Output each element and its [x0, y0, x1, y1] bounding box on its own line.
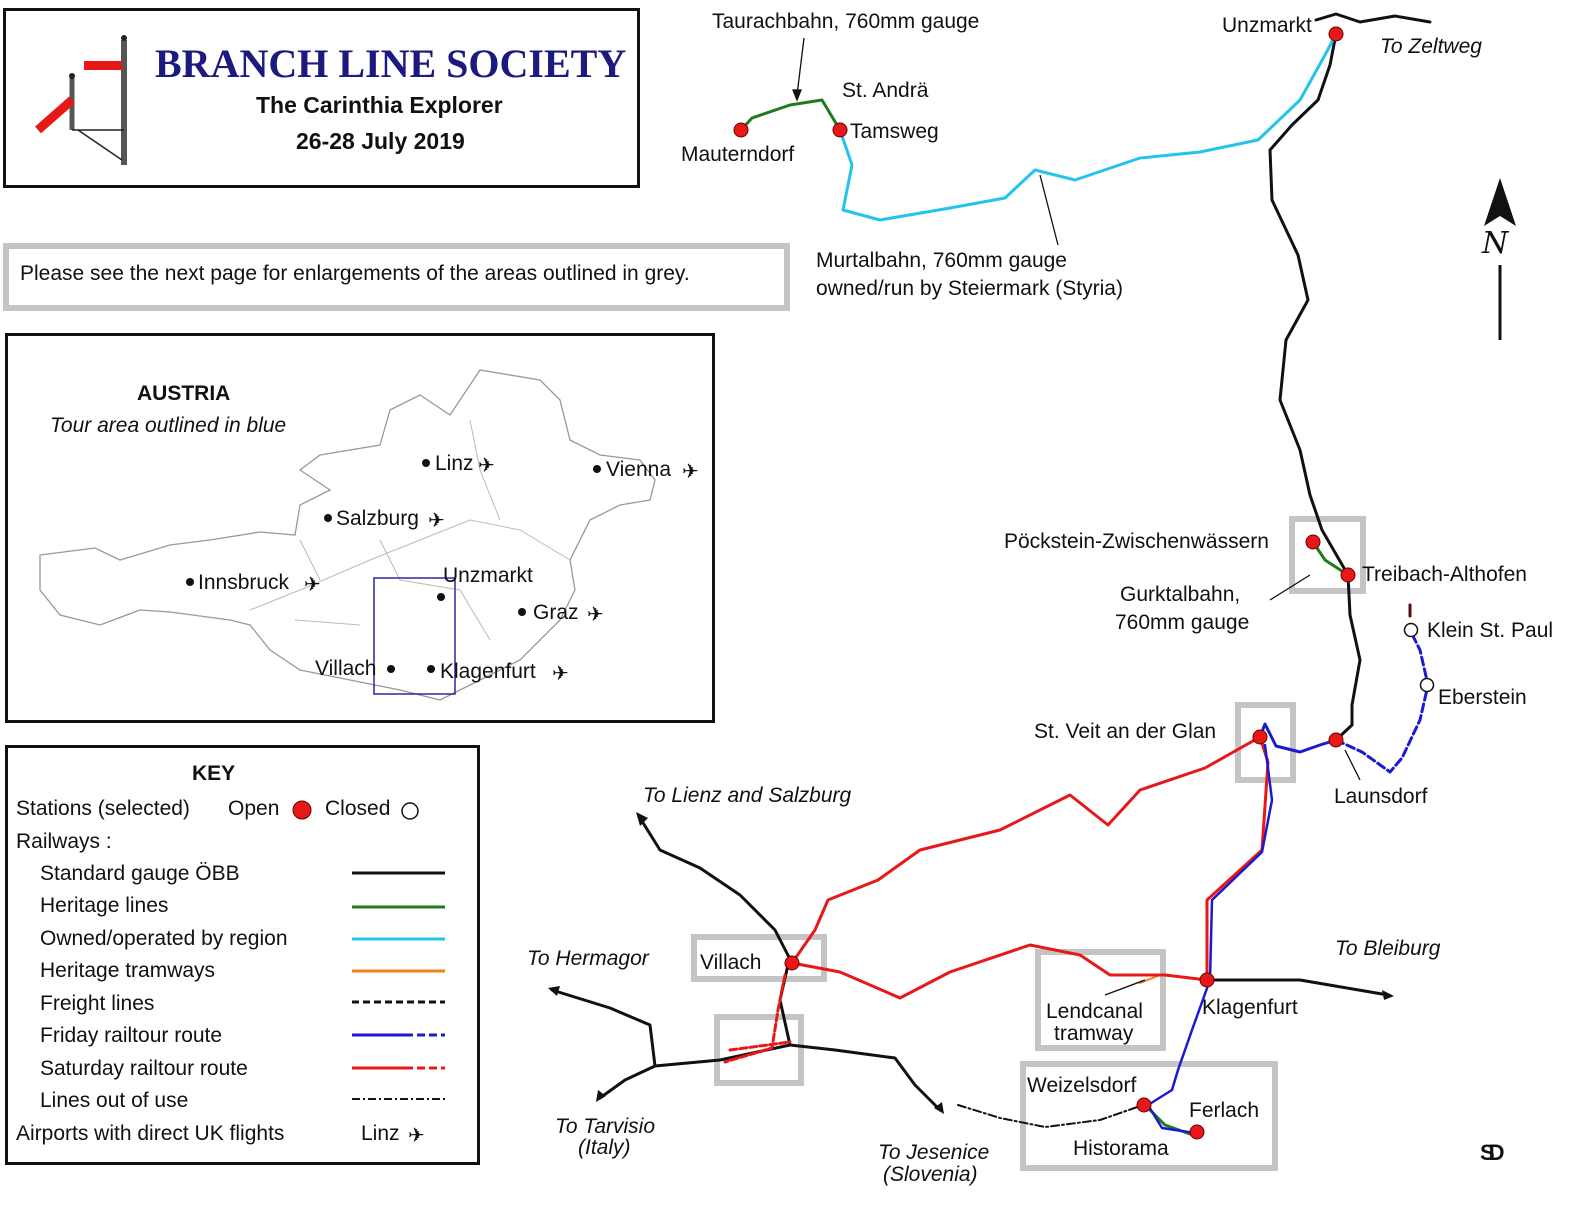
lendcanal-label: Lendcanal	[1046, 1000, 1143, 1023]
murtal-label-2: owned/run by Steiermark (Styria)	[816, 277, 1123, 300]
airports-label: Airports with direct UK flights	[16, 1122, 285, 1145]
station-eberstein: Eberstein	[1438, 686, 1527, 709]
key-symbols: ✈	[292, 800, 445, 1147]
dir-zeltweg: To Zeltweg	[1380, 35, 1482, 58]
airport-icons: ✈ ✈ ✈ ✈ ✈ ✈	[304, 455, 699, 685]
station-ferlach: Ferlach	[1189, 1099, 1260, 1122]
closed-label: Closed	[325, 797, 391, 820]
dir-jesenice-country: (Slovenia)	[883, 1163, 978, 1186]
svg-text:✈: ✈	[304, 574, 321, 596]
open-station-icon	[292, 800, 312, 820]
dir-tarvisio: To Tarvisio	[555, 1115, 655, 1138]
station-klagenfurt: Klagenfurt	[1202, 996, 1298, 1019]
key-item: Saturday railtour route	[40, 1057, 248, 1080]
direction-arrows	[548, 812, 1394, 1114]
railways-label: Railways :	[16, 830, 112, 853]
city-graz: Graz	[533, 601, 579, 624]
closed-stations	[1403, 622, 1435, 693]
city-salzburg: Salzburg	[336, 507, 419, 530]
station-villach: Villach	[700, 951, 762, 974]
inset-subtitle: Tour area outlined in blue	[50, 414, 287, 437]
station-launsdorf: Launsdorf	[1334, 785, 1428, 808]
title-box	[3, 8, 640, 188]
city-klagenfurt: Klagenfurt	[440, 660, 536, 683]
tour-area-outline	[373, 577, 456, 695]
key-legend	[5, 745, 480, 1165]
city-unzmarkt: Unzmarkt	[443, 564, 533, 587]
svg-text:✈: ✈	[428, 510, 445, 532]
station-st-veit: St. Veit an der Glan	[1034, 720, 1217, 743]
station-treibach: Treibach-Althofen	[1362, 563, 1527, 586]
dir-hermagor: To Hermagor	[527, 947, 649, 970]
dir-tarvisio-country: (Italy)	[578, 1136, 631, 1159]
city-innsbruck: Innsbruck	[198, 571, 290, 594]
station-klein-st-paul: Klein St. Paul	[1427, 619, 1554, 642]
station-historama: Historama	[1073, 1137, 1169, 1160]
key-item: Standard gauge ÖBB	[40, 862, 240, 885]
key-title: KEY	[192, 762, 236, 785]
stations-label: Stations (selected)	[16, 797, 190, 820]
svg-text:✈: ✈	[552, 663, 569, 685]
key-item: Lines out of use	[40, 1089, 189, 1112]
lendcanal-label-2: tramway	[1054, 1022, 1134, 1045]
austria-outline: ✈ ✈ ✈ ✈ ✈ ✈	[39, 369, 699, 701]
key-item: Freight lines	[40, 992, 155, 1015]
key-item: Heritage tramways	[40, 959, 216, 982]
north-arrow-icon	[1484, 178, 1516, 340]
gurktal-label: Gurktalbahn,	[1120, 583, 1241, 606]
svg-text:✈: ✈	[682, 461, 699, 483]
station-unzmarkt: Unzmarkt	[1222, 14, 1312, 37]
credit-logo: SD	[1480, 1140, 1504, 1165]
note-box	[3, 243, 790, 311]
semaphore-signal-logo	[35, 35, 127, 165]
austria-inset	[5, 333, 715, 723]
note-text: Please see the next page for enlargement…	[20, 262, 690, 285]
svg-text:✈: ✈	[587, 604, 604, 626]
open-label: Open	[228, 797, 280, 820]
society-title: BRANCH LINE SOCIETY	[155, 41, 627, 86]
dir-jesenice: To Jesenice	[878, 1141, 990, 1164]
station-mauterndorf: Mauterndorf	[681, 143, 795, 166]
key-item: Heritage lines	[40, 894, 169, 917]
dir-lienz: To Lienz and Salzburg	[643, 784, 852, 807]
city-villach: Villach	[315, 657, 377, 680]
svg-text:✈: ✈	[478, 455, 495, 477]
inset-title: AUSTRIA	[137, 382, 231, 405]
station-st-andra: St. Andrä	[842, 79, 929, 102]
taurach-label: Taurachbahn, 760mm gauge	[712, 10, 980, 33]
station-tamsweg: Tamsweg	[850, 120, 939, 143]
tour-dates: 26-28 July 2019	[296, 128, 465, 154]
murtal-label: Murtalbahn, 760mm gauge	[816, 249, 1067, 272]
key-item: Owned/operated by region	[40, 927, 288, 950]
dir-bleiburg: To Bleiburg	[1335, 937, 1441, 960]
tour-name: The Carinthia Explorer	[256, 92, 503, 118]
city-vienna: Vienna	[606, 458, 672, 481]
city-linz: Linz	[435, 452, 474, 475]
closed-station-icon	[401, 802, 419, 820]
airport-example: Linz	[361, 1122, 400, 1145]
station-weizelsdorf: Weizelsdorf	[1027, 1074, 1137, 1097]
gurktal-label-2: 760mm gauge	[1115, 611, 1250, 634]
open-stations	[733, 26, 1356, 1140]
station-pockstein: Pöckstein-Zwischenwässern	[1004, 530, 1269, 553]
airport-icon: ✈	[408, 1125, 425, 1147]
key-item: Friday railtour route	[40, 1024, 223, 1047]
north-label: N	[1482, 226, 1509, 261]
